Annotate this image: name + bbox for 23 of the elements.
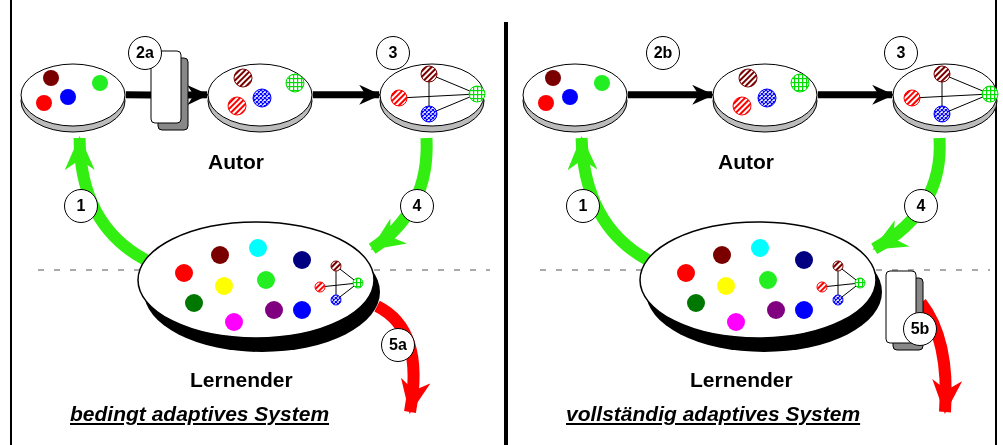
callout-number: 2a — [128, 36, 162, 70]
arrow — [65, 136, 149, 266]
role-label: Lernender — [190, 368, 293, 392]
arrow — [187, 85, 210, 106]
callout-number: 4 — [904, 189, 938, 223]
arrow — [817, 84, 895, 105]
arrow — [312, 84, 382, 105]
callout-number: 3 — [884, 36, 918, 70]
callout-number: 1 — [64, 189, 98, 223]
system-title: vollständig adaptives System — [566, 402, 861, 426]
callout-number: 1 — [566, 189, 600, 223]
role-label: Autor — [718, 150, 774, 174]
callout-number: 2b — [646, 36, 680, 70]
callout-number: 3 — [376, 36, 410, 70]
arrow — [368, 137, 433, 254]
system-title: bedingt adaptives System — [70, 402, 330, 426]
role-label: Lernender — [690, 368, 793, 392]
callout-number: 4 — [400, 189, 434, 223]
arrow — [871, 137, 946, 254]
role-label: Autor — [208, 150, 264, 174]
arrow — [627, 84, 715, 105]
arrow — [568, 136, 651, 266]
callout-number: 5a — [381, 328, 415, 362]
